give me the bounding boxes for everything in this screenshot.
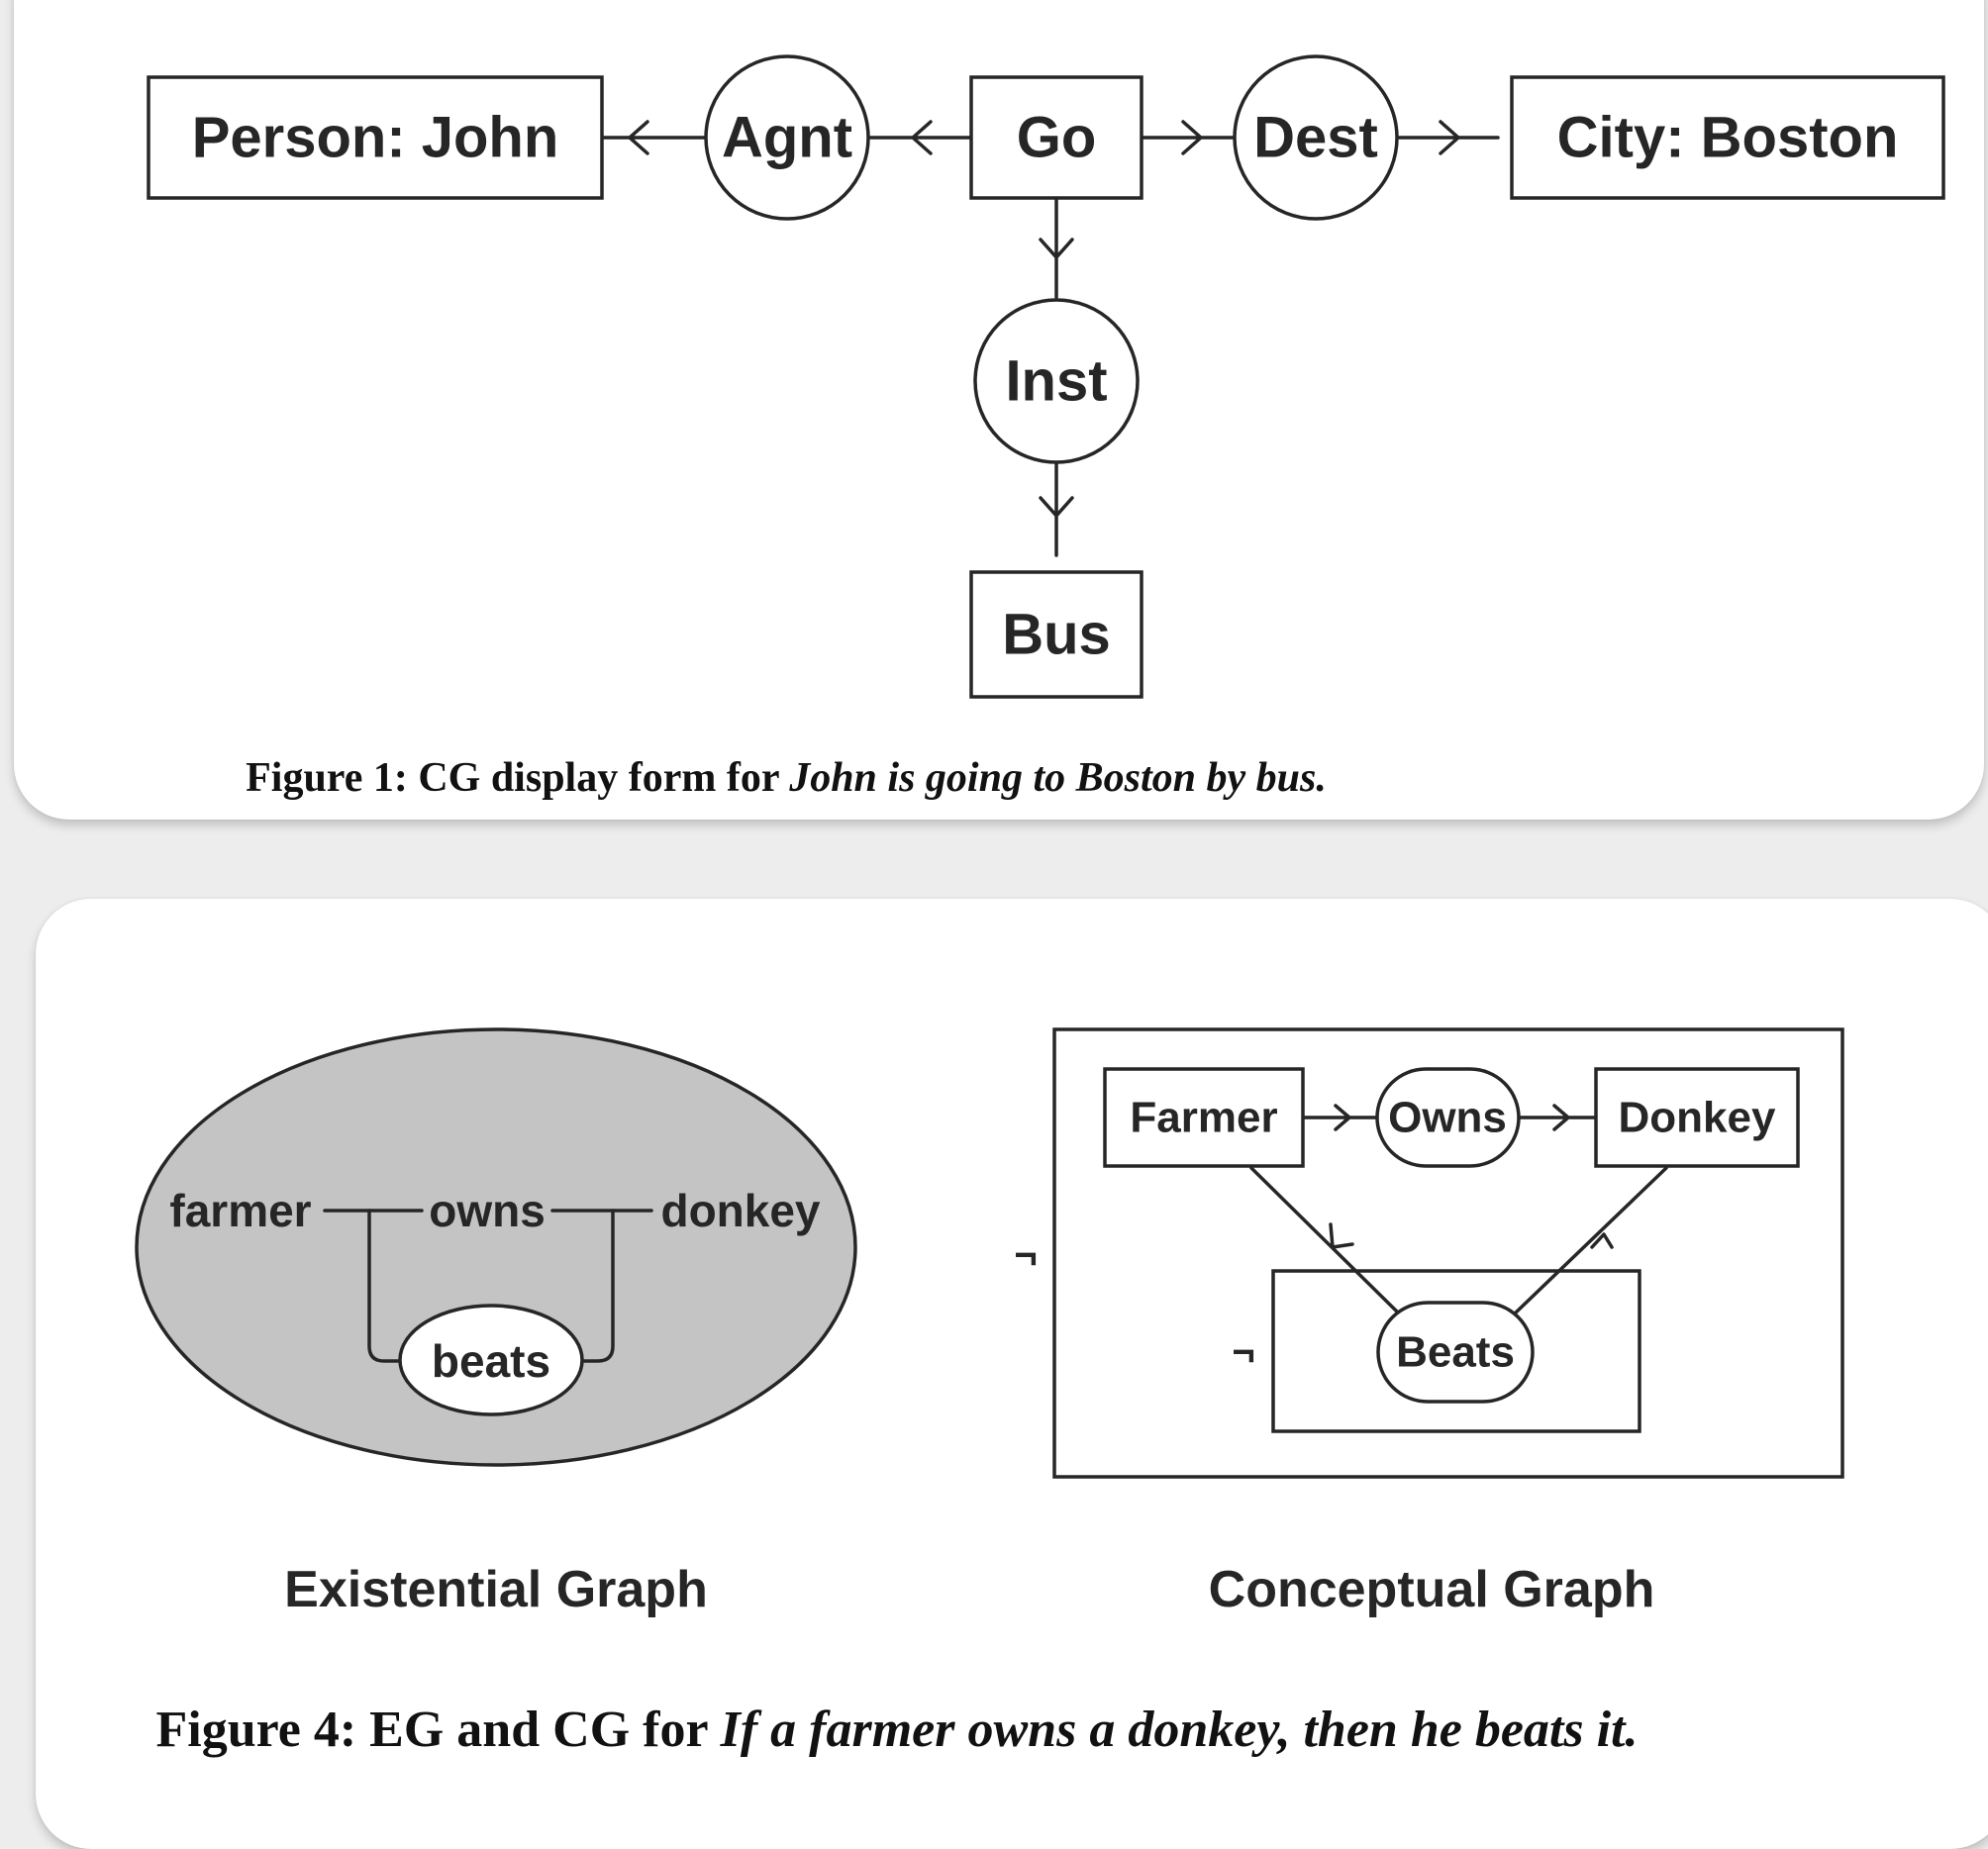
cg-concept-farmer-label: Farmer <box>1130 1094 1277 1142</box>
concept-go: Go <box>969 75 1143 200</box>
eg-beats-label: beats <box>432 1335 550 1387</box>
figure-4-caption-prefix: Figure 4: EG and CG for <box>155 1702 721 1758</box>
arrow-agnt-to-person <box>600 120 709 155</box>
figure-1-caption: Figure 1: CG display form for John is go… <box>14 754 1558 802</box>
relation-dest: Dest <box>1233 54 1399 221</box>
arrow-go-to-inst <box>1039 194 1074 299</box>
eg-line-farmer-beats <box>367 1209 404 1363</box>
eg-line-donkey-beats <box>578 1209 615 1363</box>
concept-city-boston-label: City: Boston <box>1557 106 1899 170</box>
figure-4-caption-sentence: If a farmer owns a donkey, then he beats… <box>720 1702 1639 1758</box>
relation-agnt: Agnt <box>704 54 870 221</box>
relation-dest-label: Dest <box>1253 106 1378 170</box>
arrow-go-to-dest <box>1140 120 1237 155</box>
cg-inner-negation-symbol: ¬ <box>1232 1330 1254 1374</box>
concept-city-boston: City: Boston <box>1510 75 1945 200</box>
eg-donkey-label: donkey <box>660 1185 820 1236</box>
cg-concept-farmer: Farmer <box>1103 1067 1305 1168</box>
concept-person-john: Person: John <box>147 75 604 200</box>
concept-bus: Bus <box>969 570 1143 699</box>
eg-owns-label: owns <box>429 1185 546 1236</box>
eg-negation-cut <box>135 1027 857 1467</box>
figure-1-caption-sentence: John is going to Boston by bus. <box>789 755 1327 801</box>
cg-arrow-owns-donkey <box>1517 1104 1598 1131</box>
figure-1-diagram: Person: John Agnt Go Dest City: Boston I… <box>147 54 1945 699</box>
eg-farmer-label: farmer <box>169 1185 311 1236</box>
arrow-inst-to-bus <box>1039 460 1074 557</box>
figure-4-diagram: farmer owns donkey beats ¬ ¬ Farmer Owns <box>135 1027 1844 1479</box>
conceptual-graph: ¬ ¬ Farmer Owns Donkey Beats <box>1014 1027 1844 1479</box>
arrow-dest-to-city <box>1395 120 1500 155</box>
figure-1-connectors <box>600 120 1500 557</box>
existential-graph-label: Existential Graph <box>284 1561 708 1618</box>
relation-inst: Inst <box>973 298 1140 464</box>
cg-relation-beats: Beats <box>1376 1301 1535 1404</box>
cg-arrow-beats-donkey <box>1513 1166 1668 1315</box>
cg-arrow-farmer-owns <box>1301 1104 1379 1131</box>
concept-bus-label: Bus <box>1002 603 1111 667</box>
cg-arrow-farmer-beats <box>1249 1166 1401 1315</box>
concept-go-label: Go <box>1017 106 1097 170</box>
arrow-go-to-agnt <box>866 120 973 155</box>
relation-agnt-label: Agnt <box>722 106 852 170</box>
eg-inner-cut-beats <box>398 1304 584 1416</box>
cg-concept-donkey-label: Donkey <box>1619 1094 1776 1142</box>
figure-1-card: Person: John Agnt Go Dest City: Boston I… <box>14 0 1984 820</box>
conceptual-graph-label: Conceptual Graph <box>1208 1561 1655 1618</box>
cg-relation-owns-label: Owns <box>1388 1094 1507 1142</box>
figure-4-card: farmer owns donkey beats ¬ ¬ Farmer Owns <box>36 899 1988 1849</box>
figure-1-caption-prefix: Figure 1: CG display form for <box>246 755 790 801</box>
cg-relation-owns: Owns <box>1375 1067 1521 1168</box>
concept-person-john-label: Person: John <box>192 106 559 170</box>
cg-concept-donkey: Donkey <box>1594 1067 1800 1168</box>
relation-inst-label: Inst <box>1005 349 1107 414</box>
cg-outer-negation-symbol: ¬ <box>1014 1233 1037 1277</box>
figure-4-caption: Figure 4: EG and CG for If a farmer owns… <box>36 1701 1758 1759</box>
existential-graph: farmer owns donkey beats <box>135 1027 857 1467</box>
cg-relation-beats-label: Beats <box>1396 1328 1515 1377</box>
